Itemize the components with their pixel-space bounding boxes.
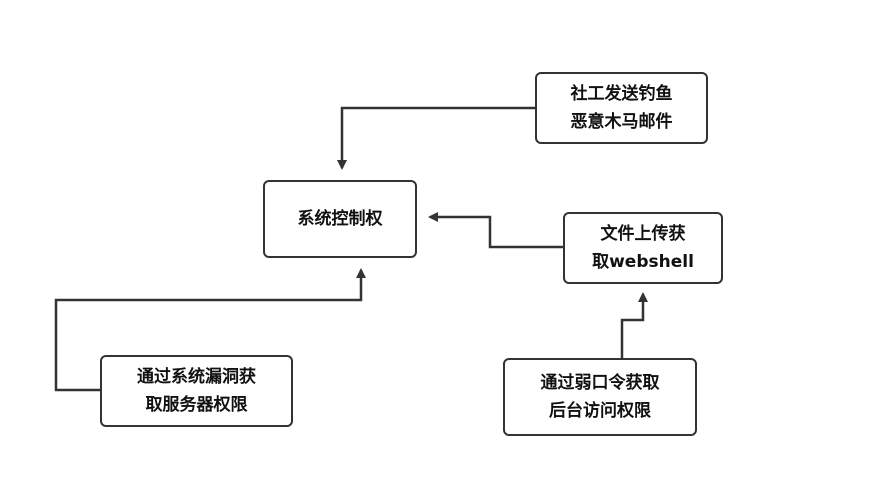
node-phishing-email-label: 社工发送钓鱼 恶意木马邮件 [571, 80, 673, 136]
node-system-vulnerability-line1: 通过系统漏洞获 [137, 367, 256, 387]
node-system-vulnerability-line2: 取服务器权限 [145, 395, 248, 415]
connector-phishing-to-center [337, 106, 535, 170]
node-phishing-email: 社工发送钓鱼 恶意木马邮件 [535, 72, 708, 144]
node-system-control: 系统控制权 [263, 180, 417, 258]
node-file-upload-webshell: 文件上传获 取webshell [563, 212, 723, 284]
node-weak-password-label: 通过弱口令获取 后台访问权限 [541, 369, 660, 425]
node-phishing-email-line2: 恶意木马邮件 [570, 112, 673, 132]
node-file-upload-webshell-line1: 文件上传获 [600, 224, 686, 244]
node-weak-password-line1: 通过弱口令获取 [540, 373, 660, 393]
node-system-vulnerability-label: 通过系统漏洞获 取服务器权限 [137, 363, 256, 419]
node-weak-password: 通过弱口令获取 后台访问权限 [503, 358, 697, 436]
node-system-vulnerability: 通过系统漏洞获 取服务器权限 [100, 355, 293, 427]
node-file-upload-webshell-label: 文件上传获 取webshell [592, 220, 694, 276]
connector-webshell-to-center [428, 212, 563, 249]
node-system-control-line1: 系统控制权 [297, 209, 383, 229]
connector-weakpass-to-webshell [620, 292, 648, 358]
node-weak-password-line2: 后台访问权限 [549, 401, 651, 421]
node-phishing-email-line1: 社工发送钓鱼 [570, 84, 673, 104]
node-system-control-label: 系统控制权 [298, 205, 383, 233]
connector-vuln-to-center [54, 268, 366, 392]
node-file-upload-webshell-line2: 取webshell [592, 252, 694, 272]
